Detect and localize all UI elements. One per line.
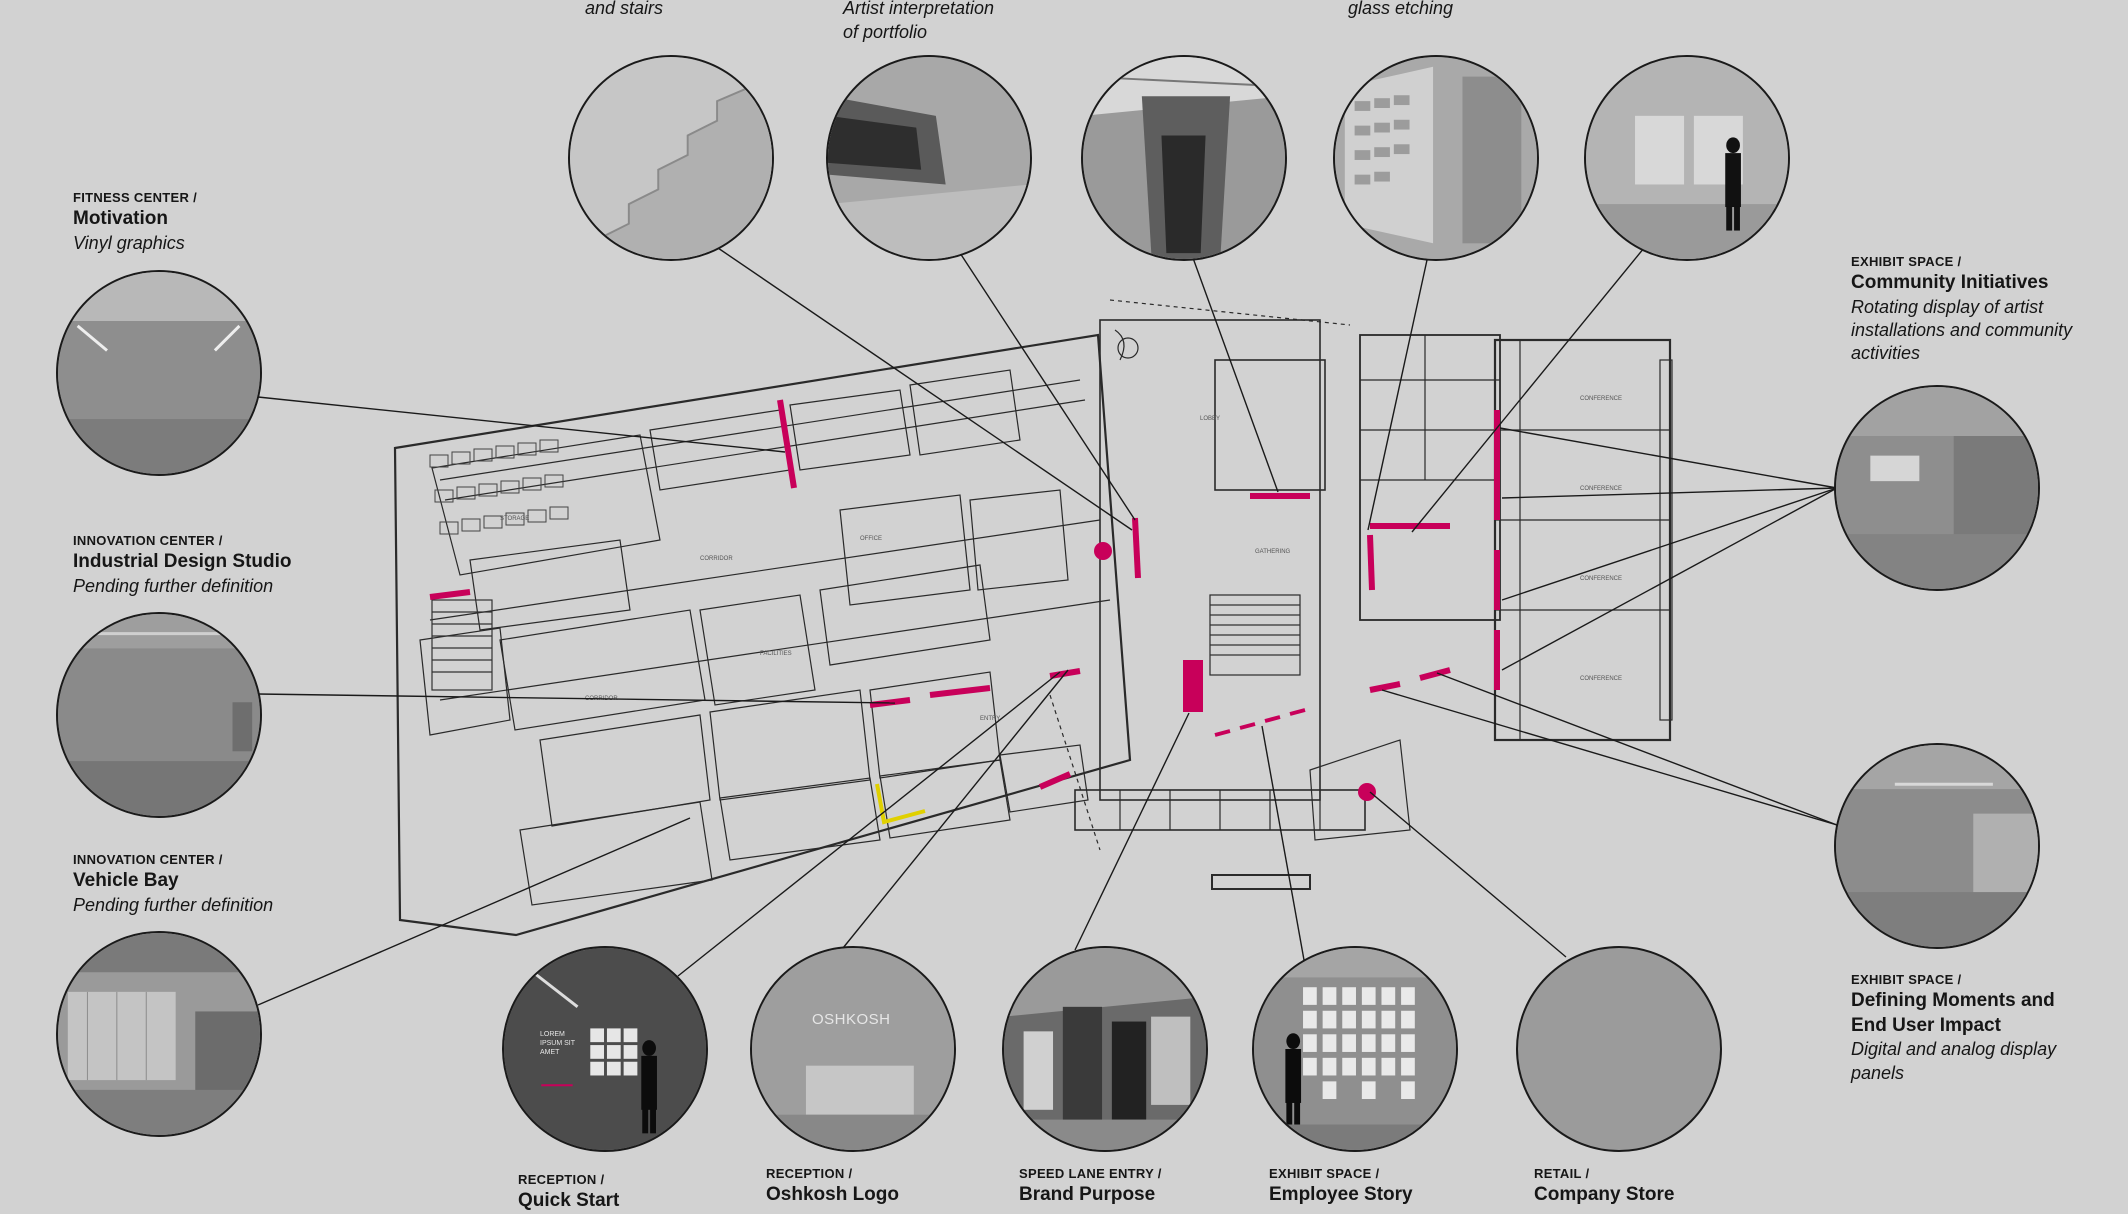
svg-text:LOBBY: LOBBY [1200,416,1220,422]
svg-text:OFFICE: OFFICE [860,536,882,542]
retail-label: RETAIL / Company Store [1534,1166,1674,1208]
community-label: EXHIBIT SPACE / Community Initiatives Ro… [1851,254,2081,366]
fitness-desc: Vinyl graphics [73,232,185,253]
oshkosh-wall-text: OSHKOSH [812,1011,891,1028]
design-studio-photo[interactable] [56,612,262,818]
gallery-room-photo[interactable] [1584,55,1790,261]
fitness-category: FITNESS CENTER / [73,190,197,205]
speed-lane-label: SPEED LANE ENTRY / Brand Purpose [1019,1166,1162,1208]
vehicle-bay-desc: Pending further definition [73,894,274,915]
design-studio-title: Industrial Design Studio [73,550,292,572]
fitness-title: Motivation [73,207,168,229]
svg-text:CORRIDOR: CORRIDOR [700,556,733,562]
svg-text:CONFERENCE: CONFERENCE [1580,576,1622,582]
employee-story-photo[interactable] [1252,946,1458,1152]
stairs-photo[interactable] [568,55,774,261]
portfolio-photo[interactable] [826,55,1032,261]
stairs-caption-text: and stairs [585,0,664,18]
speed-lane-title: Brand Purpose [1019,1183,1156,1205]
employee-category: EXHIBIT SPACE / [1269,1166,1380,1181]
svg-text:CONFERENCE: CONFERENCE [1580,396,1622,402]
defining-label: EXHIBIT SPACE / Defining Moments and End… [1851,972,2081,1085]
fitness-photo[interactable] [56,270,262,476]
lorem-panel-text: LOREM IPSUM SIT AMET [540,1031,576,1057]
community-title: Community Initiatives [1851,271,2049,293]
portfolio-caption-text: Artist interpretation of portfolio [843,0,995,43]
leader-lines [257,247,1838,1006]
speed-lane-category: SPEED LANE ENTRY / [1019,1166,1162,1181]
stairs-caption: and stairs [585,0,663,20]
svg-text:STORAGE: STORAGE [500,516,529,522]
vertical-column-photo[interactable] [1081,55,1287,261]
west-wing-outline [393,333,1132,937]
reception-2-category: RECEPTION / [766,1166,853,1181]
company-store-photo[interactable] [1516,946,1722,1152]
brand-purpose-photo[interactable] [1002,946,1208,1152]
employee-title: Employee Story [1269,1183,1413,1205]
quick-start-photo[interactable]: LOREM IPSUM SIT AMET [502,946,708,1152]
glass-etching-photo[interactable] [1333,55,1539,261]
reception-2-label: RECEPTION / Oshkosh Logo [766,1166,899,1208]
defining-moments-photo[interactable] [1834,743,2040,949]
plan-linework [393,299,1673,937]
portfolio-caption: Artist interpretation of portfolio [843,0,994,45]
defining-desc: Digital and analog display panels [1851,1039,2057,1083]
retail-category: RETAIL / [1534,1166,1590,1181]
retail-title: Company Store [1534,1183,1675,1205]
design-studio-category: INNOVATION CENTER / [73,533,223,548]
vehicle-bay-label: INNOVATION CENTER / Vehicle Bay Pending … [73,852,273,917]
defining-title: Defining Moments and End User Impact [1851,989,2055,1036]
design-studio-label: INNOVATION CENTER / Industrial Design St… [73,533,292,598]
svg-text:FACILITIES: FACILITIES [760,651,792,657]
reception-1-category: RECEPTION / [518,1172,605,1187]
reception-2-title: Oshkosh Logo [766,1183,899,1205]
design-studio-desc: Pending further definition [73,575,274,596]
vehicle-bay-title: Vehicle Bay [73,869,179,891]
defining-category: EXHIBIT SPACE / [1851,972,1962,987]
community-photo[interactable] [1834,385,2040,591]
reception-1-title: Quick Start [518,1189,620,1211]
oshkosh-logo-photo[interactable]: OSHKOSH [750,946,956,1152]
community-category: EXHIBIT SPACE / [1851,254,1962,269]
fitness-label: FITNESS CENTER / Motivation Vinyl graphi… [73,190,197,255]
svg-text:ENTRY: ENTRY [980,716,1000,722]
vehicle-bay-category: INNOVATION CENTER / [73,852,223,867]
glass-etching-caption: glass etching [1348,0,1453,20]
svg-text:CONFERENCE: CONFERENCE [1580,676,1622,682]
glass-etching-caption-text: glass etching [1348,0,1454,18]
community-desc: Rotating display of artist installations… [1851,296,2073,364]
reception-1-label: RECEPTION / Quick Start [518,1172,619,1214]
vehicle-bay-photo[interactable] [56,931,262,1137]
svg-text:GATHERING: GATHERING [1255,549,1291,555]
svg-text:CONFERENCE: CONFERENCE [1580,486,1622,492]
employee-label: EXHIBIT SPACE / Employee Story [1269,1166,1413,1208]
